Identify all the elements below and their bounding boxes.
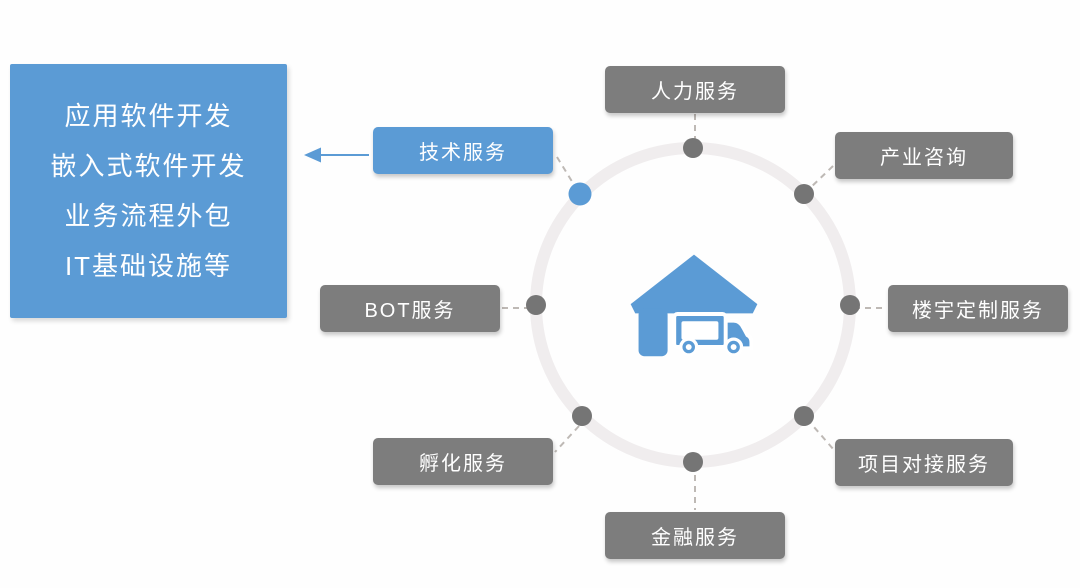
service-box-technical-highlighted: 技术服务	[373, 127, 553, 174]
detail-line-it-infrastructure: IT基础设施等	[64, 251, 233, 281]
hub-dot-bottom	[683, 452, 703, 472]
hub-dot-top	[683, 138, 703, 158]
hub-dots	[526, 138, 860, 472]
service-box-building-customization: 楼宇定制服务	[888, 285, 1068, 332]
hub-dot-bottom-right	[794, 406, 814, 426]
detail-line-embedded-software: 嵌入式软件开发	[50, 151, 247, 181]
hub-dot-right	[840, 295, 860, 315]
arrow-left-icon	[304, 147, 369, 163]
tech-service-detail-panel: 应用软件开发 嵌入式软件开发 业务流程外包 IT基础设施等	[10, 64, 287, 318]
hub-dot-bottom-left	[572, 406, 592, 426]
connector-xiangmu	[806, 418, 835, 451]
connector-fuhua	[554, 425, 580, 453]
service-box-project-matching: 项目对接服务	[835, 439, 1013, 486]
house-truck-icon	[630, 254, 758, 357]
detail-line-bpo: 业务流程外包	[64, 201, 233, 231]
detail-line-app-software: 应用软件开发	[64, 101, 233, 131]
service-box-bot: BOT服务	[320, 285, 500, 332]
hub-dot-top-left-highlight	[568, 182, 592, 206]
connector-jishu	[556, 156, 577, 189]
hub-dot-left	[526, 295, 546, 315]
service-box-human-resources: 人力服务	[605, 66, 785, 113]
service-box-industry-consulting: 产业咨询	[835, 132, 1013, 179]
service-box-financial: 金融服务	[605, 512, 785, 559]
service-box-incubation: 孵化服务	[373, 438, 553, 485]
hub-dot-top-right	[794, 184, 814, 204]
